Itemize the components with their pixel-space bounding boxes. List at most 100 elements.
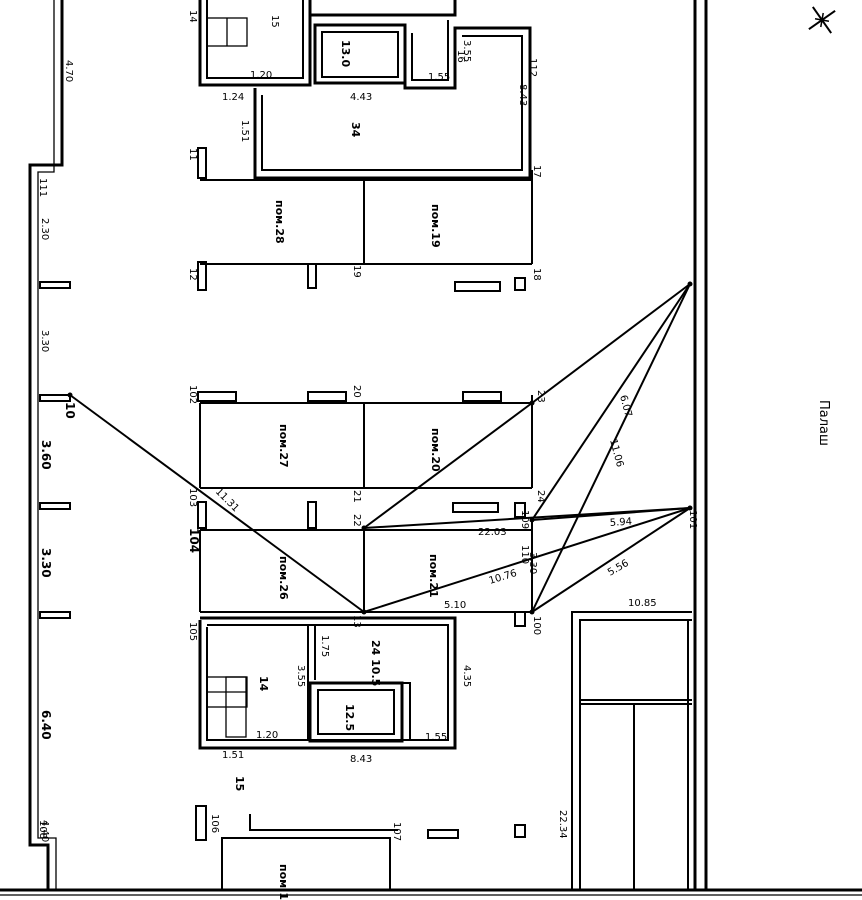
dimension-label: 4.70 <box>63 60 74 82</box>
point-label: 22 <box>351 514 362 527</box>
point-label: 103 <box>187 488 198 507</box>
survey-line <box>363 402 533 529</box>
right-lower-block <box>571 611 692 890</box>
point-label: 102 <box>187 385 198 404</box>
mid-storage-row <box>197 391 533 529</box>
room-label: 12.5 <box>343 704 356 731</box>
compass-icon <box>808 6 836 34</box>
dimension-label: 8.43 <box>350 754 372 765</box>
outer-wall-right <box>693 0 708 890</box>
room-label: пом.21 <box>427 554 440 598</box>
point-label: 13 <box>351 615 362 628</box>
survey-point <box>687 505 693 511</box>
survey-point <box>361 525 367 531</box>
dimension-label: 22.34 <box>557 810 568 839</box>
point-label: 100 <box>531 616 542 635</box>
point-label: 24 <box>535 490 546 503</box>
dimension-label: 3.30 <box>39 548 53 578</box>
point-label: 101 <box>687 510 698 529</box>
survey-line <box>69 394 365 613</box>
dimension-label: 3.30 <box>527 552 538 574</box>
survey-point <box>529 400 535 406</box>
point-label: 112 <box>527 58 538 77</box>
room-label: пом.27 <box>277 424 290 468</box>
dimension-label: 1.20 <box>256 730 278 741</box>
room-label: пом.28 <box>273 200 286 244</box>
point-label: 12 <box>187 268 198 281</box>
point-label: 11 <box>187 148 198 161</box>
point-label: 10 <box>63 402 77 419</box>
survey-line <box>531 507 691 613</box>
top-apartment <box>198 0 532 180</box>
dimension-label: 1.51 <box>222 750 244 761</box>
survey-point <box>687 281 693 287</box>
room-label: 24 10.5 <box>369 640 382 686</box>
survey-point <box>529 517 535 523</box>
room-label: 34 <box>349 122 362 138</box>
point-label: 111 <box>37 178 48 197</box>
survey-point <box>529 609 535 615</box>
survey-point <box>361 609 367 615</box>
survey-line <box>531 283 691 521</box>
point-labels: 10 11 12 13 14 15 16 17 18 19 20 21 22 2… <box>37 10 698 841</box>
point-label: 16 <box>455 50 466 63</box>
dimension-label: 1.24 <box>222 92 244 103</box>
dimension-label: 4.40 <box>39 820 50 842</box>
room-label: 15 <box>233 776 246 791</box>
dimension-label: 3.55 <box>295 665 306 687</box>
dimension-label: 3.60 <box>39 440 53 470</box>
point-label: 110 <box>519 545 530 564</box>
point-label: 108 <box>37 820 48 839</box>
point-label: 17 <box>531 165 542 178</box>
dimension-label: 5.94 <box>609 516 632 529</box>
dimension-label: 8.43 <box>517 84 528 106</box>
survey-points <box>67 281 693 615</box>
dimension-label: 6.40 <box>39 710 53 740</box>
outer-wall-left <box>28 0 71 890</box>
top-storage-row <box>197 147 533 292</box>
survey-point <box>67 392 73 398</box>
survey-lines <box>69 283 691 613</box>
point-label: 105 <box>187 622 198 641</box>
point-label: 19 <box>351 265 362 278</box>
point-label: 20 <box>351 385 362 398</box>
point-label: 109 <box>519 510 530 529</box>
survey-line <box>531 507 691 521</box>
point-label: 23 <box>535 390 546 403</box>
dimension-label: 4.43 <box>350 92 372 103</box>
dimension-label: 6.07 <box>617 394 633 418</box>
point-label: 21 <box>351 490 362 503</box>
dimension-label: 11.06 <box>607 438 625 469</box>
dimension-label: 4.35 <box>461 665 472 687</box>
outer-wall-bottom <box>0 888 862 896</box>
dimension-label: 1.75 <box>319 635 330 657</box>
point-label: 15 <box>269 15 280 28</box>
room-label: пом.1 <box>277 864 290 900</box>
dimension-label: 1.55 <box>428 72 450 83</box>
dimension-label: 5.10 <box>444 600 466 611</box>
bottom-room <box>195 805 526 890</box>
dimension-label: 3.55 <box>461 40 472 62</box>
point-label: 104 <box>187 528 201 553</box>
point-label: 18 <box>531 268 542 281</box>
dimension-label: 22.03 <box>478 527 507 538</box>
room-labels: 34 13.0 пом.28 пом.19 пом.27 пом.20 пом.… <box>233 40 442 900</box>
point-label: 107 <box>391 822 402 841</box>
low-apartment <box>198 616 457 750</box>
survey-line <box>363 507 691 613</box>
survey-line <box>531 283 691 404</box>
room-label: пом.19 <box>429 204 442 248</box>
dimension-label: 10.85 <box>628 598 657 609</box>
dimension-label: 1.51 <box>239 120 250 142</box>
room-label: 13.0 <box>339 40 352 67</box>
street-label: Палаш <box>816 400 831 446</box>
room-label: пом.26 <box>277 556 290 600</box>
point-label: 106 <box>209 814 220 833</box>
room-label: 14 <box>257 676 270 692</box>
dimension-label: 3.30 <box>39 330 50 352</box>
dimension-label: 1.55 <box>425 732 447 743</box>
survey-line <box>531 283 691 613</box>
dimension-label: 2.30 <box>39 218 50 240</box>
dimension-label: 1.20 <box>250 70 272 81</box>
